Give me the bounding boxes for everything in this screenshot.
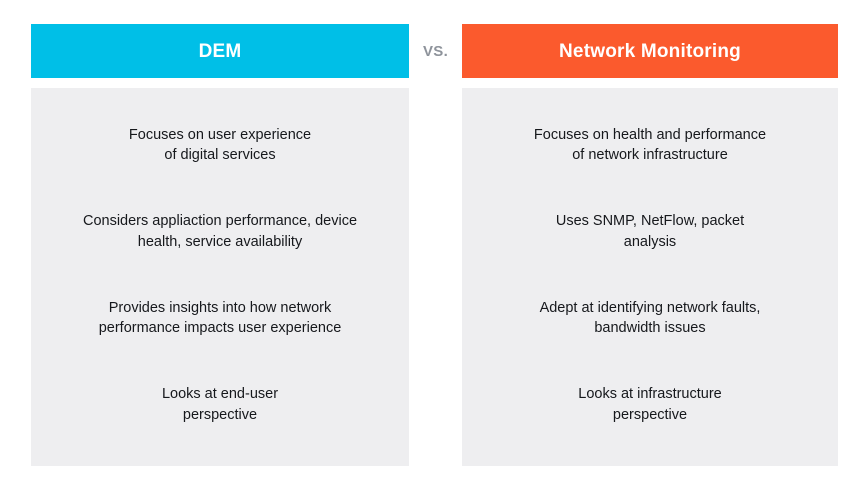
- comparison-point: Looks at infrastructure perspective: [578, 386, 722, 423]
- comparison-column-dem: DEM Focuses on user experience of digita…: [31, 24, 409, 466]
- column-body-network-monitoring: Focuses on health and performance of net…: [462, 88, 838, 466]
- comparison-point: Looks at end-user perspective: [161, 386, 279, 423]
- column-header-network-monitoring: Network Monitoring: [462, 24, 838, 78]
- comparison-column-network-monitoring: Network Monitoring Focuses on health and…: [462, 24, 838, 466]
- column-body-dem: Focuses on user experience of digital se…: [31, 88, 409, 466]
- versus-divider: VS.: [409, 24, 462, 78]
- versus-label: VS.: [422, 42, 449, 60]
- comparison-point: Uses SNMP, NetFlow, packet analysis: [555, 213, 745, 250]
- comparison-point: Considers appliaction performance, devic…: [82, 213, 358, 250]
- comparison-point: Provides insights into how network perfo…: [98, 299, 342, 337]
- column-title-network-monitoring: Network Monitoring: [559, 40, 741, 62]
- comparison-point: Adept at identifying network faults, ban…: [539, 299, 761, 337]
- comparison-point: Focuses on user experience of digital se…: [128, 126, 312, 164]
- column-header-dem: DEM: [31, 24, 409, 78]
- column-title-dem: DEM: [198, 40, 242, 62]
- comparison-point: Focuses on health and performance of net…: [533, 126, 767, 164]
